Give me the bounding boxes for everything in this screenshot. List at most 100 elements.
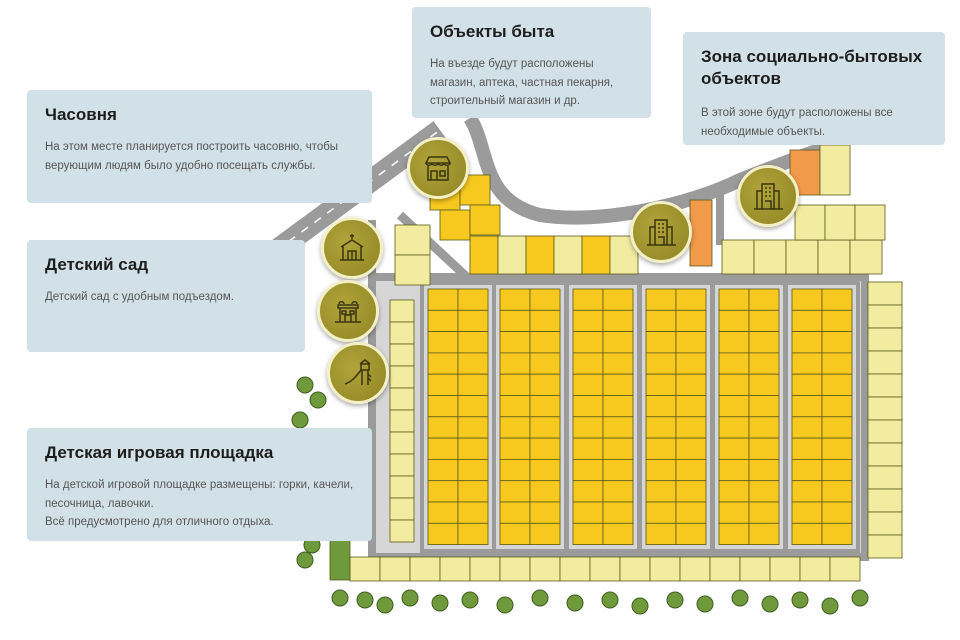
lot xyxy=(718,373,750,396)
lot xyxy=(821,437,853,460)
lot xyxy=(499,331,531,354)
tree xyxy=(531,589,549,607)
shop-icon xyxy=(424,156,452,181)
lot xyxy=(867,465,903,490)
lot xyxy=(794,204,826,241)
lot xyxy=(829,556,861,582)
lot xyxy=(427,480,459,503)
lot xyxy=(821,288,853,311)
card-title: Часовня xyxy=(45,105,117,124)
apartment-building-icon xyxy=(647,219,676,246)
lot xyxy=(389,475,415,499)
lot xyxy=(439,556,471,582)
lot xyxy=(379,556,411,582)
lot xyxy=(748,501,780,524)
lot xyxy=(748,395,780,418)
lot xyxy=(675,416,707,439)
lot xyxy=(469,556,501,582)
tree xyxy=(601,591,619,609)
lot xyxy=(791,373,823,396)
tree xyxy=(401,589,419,607)
lot xyxy=(389,321,415,345)
lot xyxy=(679,556,711,582)
lot xyxy=(572,352,604,375)
social-lot xyxy=(689,199,713,267)
lot xyxy=(602,522,634,545)
card-text-line: Всё предусмотрено для отличного отдыха. xyxy=(45,516,274,528)
lot xyxy=(389,497,415,521)
chapel-pin[interactable] xyxy=(321,217,383,279)
lot xyxy=(748,458,780,482)
lot xyxy=(645,416,677,439)
lot xyxy=(457,331,489,354)
lot xyxy=(389,387,415,411)
social-building-pin-1[interactable] xyxy=(630,201,692,263)
lot xyxy=(718,501,750,524)
lot xyxy=(499,501,531,524)
lot xyxy=(529,458,561,482)
lot xyxy=(675,522,707,545)
lot xyxy=(553,235,583,275)
lot xyxy=(529,556,561,582)
lot xyxy=(529,416,561,439)
lot xyxy=(469,235,499,275)
tree xyxy=(631,597,649,615)
lot xyxy=(572,373,604,396)
kindergarten-icon xyxy=(335,301,361,323)
lot xyxy=(821,480,853,503)
lot xyxy=(457,522,489,545)
apartment-building-icon xyxy=(754,183,783,210)
lot xyxy=(645,352,677,375)
lot xyxy=(821,309,853,332)
lot xyxy=(529,395,561,418)
lot xyxy=(867,488,903,513)
lot xyxy=(427,395,459,418)
lot xyxy=(427,331,459,354)
land-lots xyxy=(329,144,903,582)
lot xyxy=(791,522,823,545)
lot xyxy=(457,395,489,418)
lot xyxy=(457,416,489,439)
lot xyxy=(529,309,561,332)
lot xyxy=(457,437,489,460)
lot xyxy=(389,343,415,367)
lot xyxy=(645,480,677,503)
lot xyxy=(675,331,707,354)
lot xyxy=(718,416,750,439)
lot xyxy=(499,480,531,503)
chapel-info-card: Часовня На этом месте планируется постро… xyxy=(27,90,372,203)
kindergarten-pin[interactable] xyxy=(317,280,379,342)
playground-pin[interactable] xyxy=(327,342,389,404)
lot xyxy=(867,511,903,536)
lot xyxy=(497,235,527,275)
lot xyxy=(499,458,531,482)
lot xyxy=(721,239,755,275)
kindergarten-info-card: Детский сад Детский сад с удобным подъез… xyxy=(27,240,305,352)
lot xyxy=(867,534,903,559)
lot xyxy=(529,352,561,375)
tree xyxy=(296,551,314,569)
tree xyxy=(309,391,327,409)
lot xyxy=(821,501,853,524)
green-zone xyxy=(329,539,351,581)
lot xyxy=(602,288,634,311)
trees xyxy=(291,376,869,615)
lot xyxy=(572,458,604,482)
lot xyxy=(389,519,415,543)
lot xyxy=(785,239,819,275)
lot xyxy=(675,352,707,375)
lot xyxy=(675,458,707,482)
playground-info-card: Детская игровая площадка На детской игро… xyxy=(27,428,372,541)
lot xyxy=(791,309,823,332)
lot xyxy=(499,309,531,332)
social-zone-info-card: Зона социально-бытовых объектов В этой з… xyxy=(683,32,945,145)
lot xyxy=(718,352,750,375)
household-shop-pin[interactable] xyxy=(407,137,469,199)
lot xyxy=(739,556,771,582)
social-building-pin-2[interactable] xyxy=(737,165,799,227)
card-text: На въезде будут расположены магазин, апт… xyxy=(430,58,614,107)
lot xyxy=(389,431,415,455)
lot xyxy=(457,458,489,482)
lot xyxy=(748,352,780,375)
